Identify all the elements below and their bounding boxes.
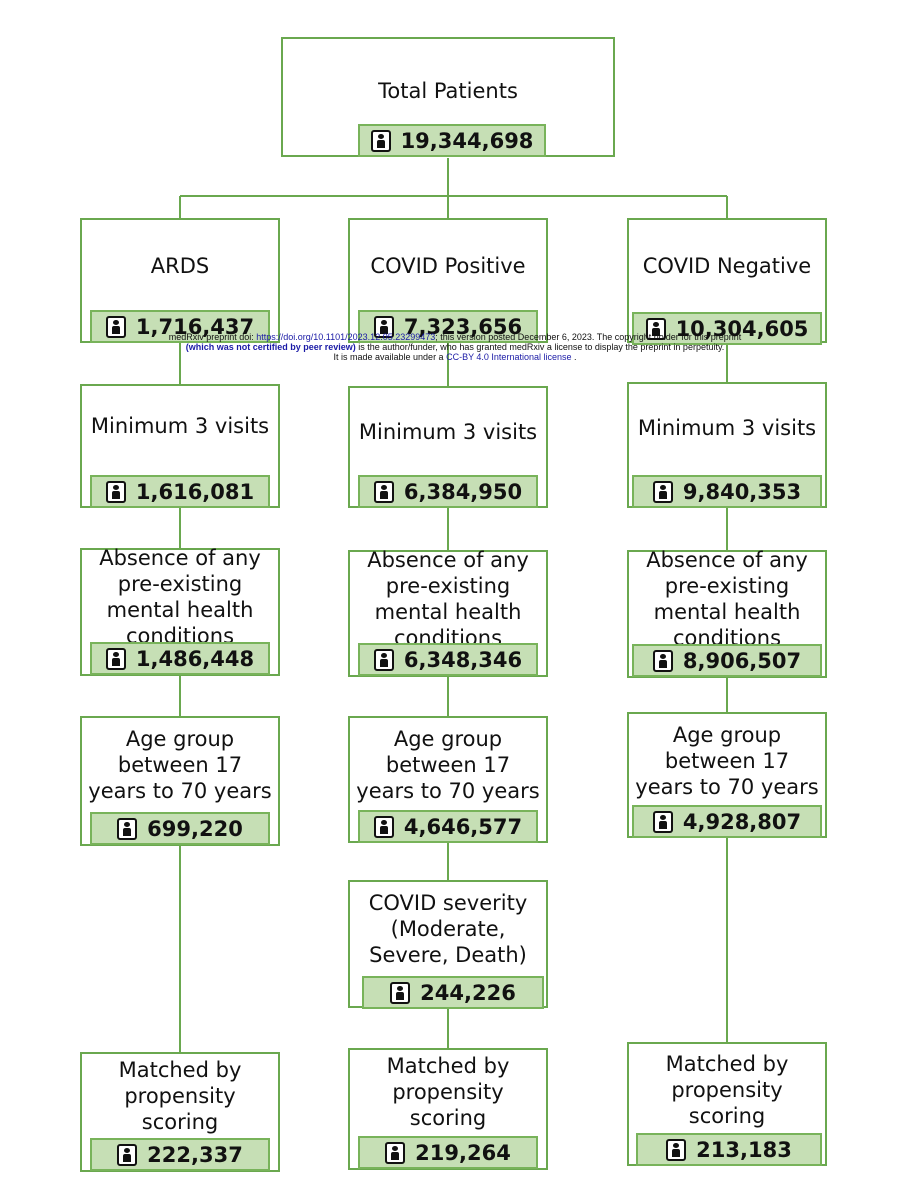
count-neg-age-group: 4,928,807 <box>632 805 822 838</box>
node-label: COVID Negative <box>642 254 812 278</box>
person-icon <box>117 1143 138 1166</box>
count-covid-positive: 7,323,656 <box>358 310 538 343</box>
count-value: 19,344,698 <box>400 128 534 153</box>
count-value: 244,226 <box>420 980 516 1005</box>
count-value: 4,646,577 <box>403 814 523 839</box>
node-label: Absence of any pre-existing mental healt… <box>646 548 808 650</box>
count-neg-min-visits: 9,840,353 <box>632 475 822 508</box>
person-icon <box>117 817 138 840</box>
notice-line-1: medRxiv preprint doi: https://doi.org/10… <box>0 332 910 342</box>
person-icon <box>373 315 394 338</box>
person-icon <box>390 981 411 1004</box>
count-pos-age-group: 4,646,577 <box>358 810 538 843</box>
count-value: 6,384,950 <box>403 479 523 504</box>
person-icon <box>373 480 394 503</box>
count-ards-age-group: 699,220 <box>90 812 270 845</box>
person-icon <box>652 649 673 672</box>
person-icon <box>105 480 126 503</box>
license-link[interactable]: CC-BY 4.0 International license <box>446 352 572 362</box>
count-ards-min-visits: 1,616,081 <box>90 475 270 508</box>
notice-text: medRxiv preprint doi: <box>168 332 257 342</box>
count-neg-mental-health: 8,906,507 <box>632 644 822 677</box>
count-value: 1,486,448 <box>135 646 255 671</box>
count-value: 9,840,353 <box>682 479 802 504</box>
count-total-patients: 19,344,698 <box>358 124 546 157</box>
person-icon <box>652 480 673 503</box>
count-value: 8,906,507 <box>682 648 802 673</box>
node-label: Minimum 3 visits <box>358 420 538 444</box>
count-pos-matched: 219,264 <box>358 1136 538 1169</box>
node-label: Age group between 17 years to 70 years <box>88 727 272 803</box>
person-icon <box>385 1141 406 1164</box>
count-pos-mental-health: 6,348,346 <box>358 643 538 676</box>
count-value: 6,348,346 <box>403 647 523 672</box>
node-label: Age group between 17 years to 70 years <box>635 723 819 799</box>
node-label: Matched by propensity scoring <box>665 1052 789 1128</box>
person-icon <box>105 647 126 670</box>
node-label: Absence of any pre-existing mental healt… <box>367 548 529 650</box>
node-label: Matched by propensity scoring <box>118 1058 242 1134</box>
person-icon <box>652 810 673 833</box>
person-icon <box>373 815 394 838</box>
count-pos-covid-severity: 244,226 <box>362 976 544 1009</box>
notice-line-2: (which was not certified by peer review)… <box>0 342 910 352</box>
count-pos-min-visits: 6,384,950 <box>358 475 538 508</box>
preprint-notice: medRxiv preprint doi: https://doi.org/10… <box>0 332 910 362</box>
count-value: 699,220 <box>147 816 243 841</box>
count-ards-matched: 222,337 <box>90 1138 270 1171</box>
count-value: 1,716,437 <box>135 314 255 339</box>
count-value: 10,304,605 <box>675 316 809 341</box>
count-ards-mental-health: 1,486,448 <box>90 642 270 675</box>
notice-text: is the author/funder, who has granted me… <box>355 342 725 352</box>
node-label: ARDS <box>150 254 210 278</box>
notice-line-3: It is made available under a CC-BY 4.0 I… <box>0 352 910 362</box>
person-icon <box>666 1138 687 1161</box>
doi-link[interactable]: https://doi.org/10.1101/2023.12.05.23299… <box>256 332 436 342</box>
node-label: COVID severity (Moderate, Severe, Death) <box>368 891 528 967</box>
count-value: 1,616,081 <box>135 479 255 504</box>
node-label: Minimum 3 visits <box>90 414 270 438</box>
node-label: COVID Positive <box>370 254 526 278</box>
person-icon <box>645 317 666 340</box>
count-value: 213,183 <box>696 1137 792 1162</box>
notice-text: ; this version posted December 6, 2023. … <box>435 332 742 342</box>
node-label: Matched by propensity scoring <box>386 1054 510 1130</box>
person-icon <box>370 129 391 152</box>
node-label: Age group between 17 years to 70 years <box>356 727 540 803</box>
count-value: 7,323,656 <box>403 314 523 339</box>
count-value: 222,337 <box>147 1142 243 1167</box>
node-label: Minimum 3 visits <box>637 416 817 440</box>
count-neg-matched: 213,183 <box>636 1133 822 1166</box>
count-ards: 1,716,437 <box>90 310 270 343</box>
person-icon <box>373 648 394 671</box>
notice-text: . <box>571 352 577 362</box>
node-label: Absence of any pre-existing mental healt… <box>99 546 261 648</box>
node-label: Total Patients <box>378 79 518 103</box>
peer-review-note: (which was not certified by peer review) <box>185 342 356 352</box>
count-covid-negative: 10,304,605 <box>632 312 822 345</box>
count-value: 219,264 <box>415 1140 511 1165</box>
notice-text: It is made available under a <box>333 352 447 362</box>
person-icon <box>105 315 126 338</box>
count-value: 4,928,807 <box>682 809 802 834</box>
